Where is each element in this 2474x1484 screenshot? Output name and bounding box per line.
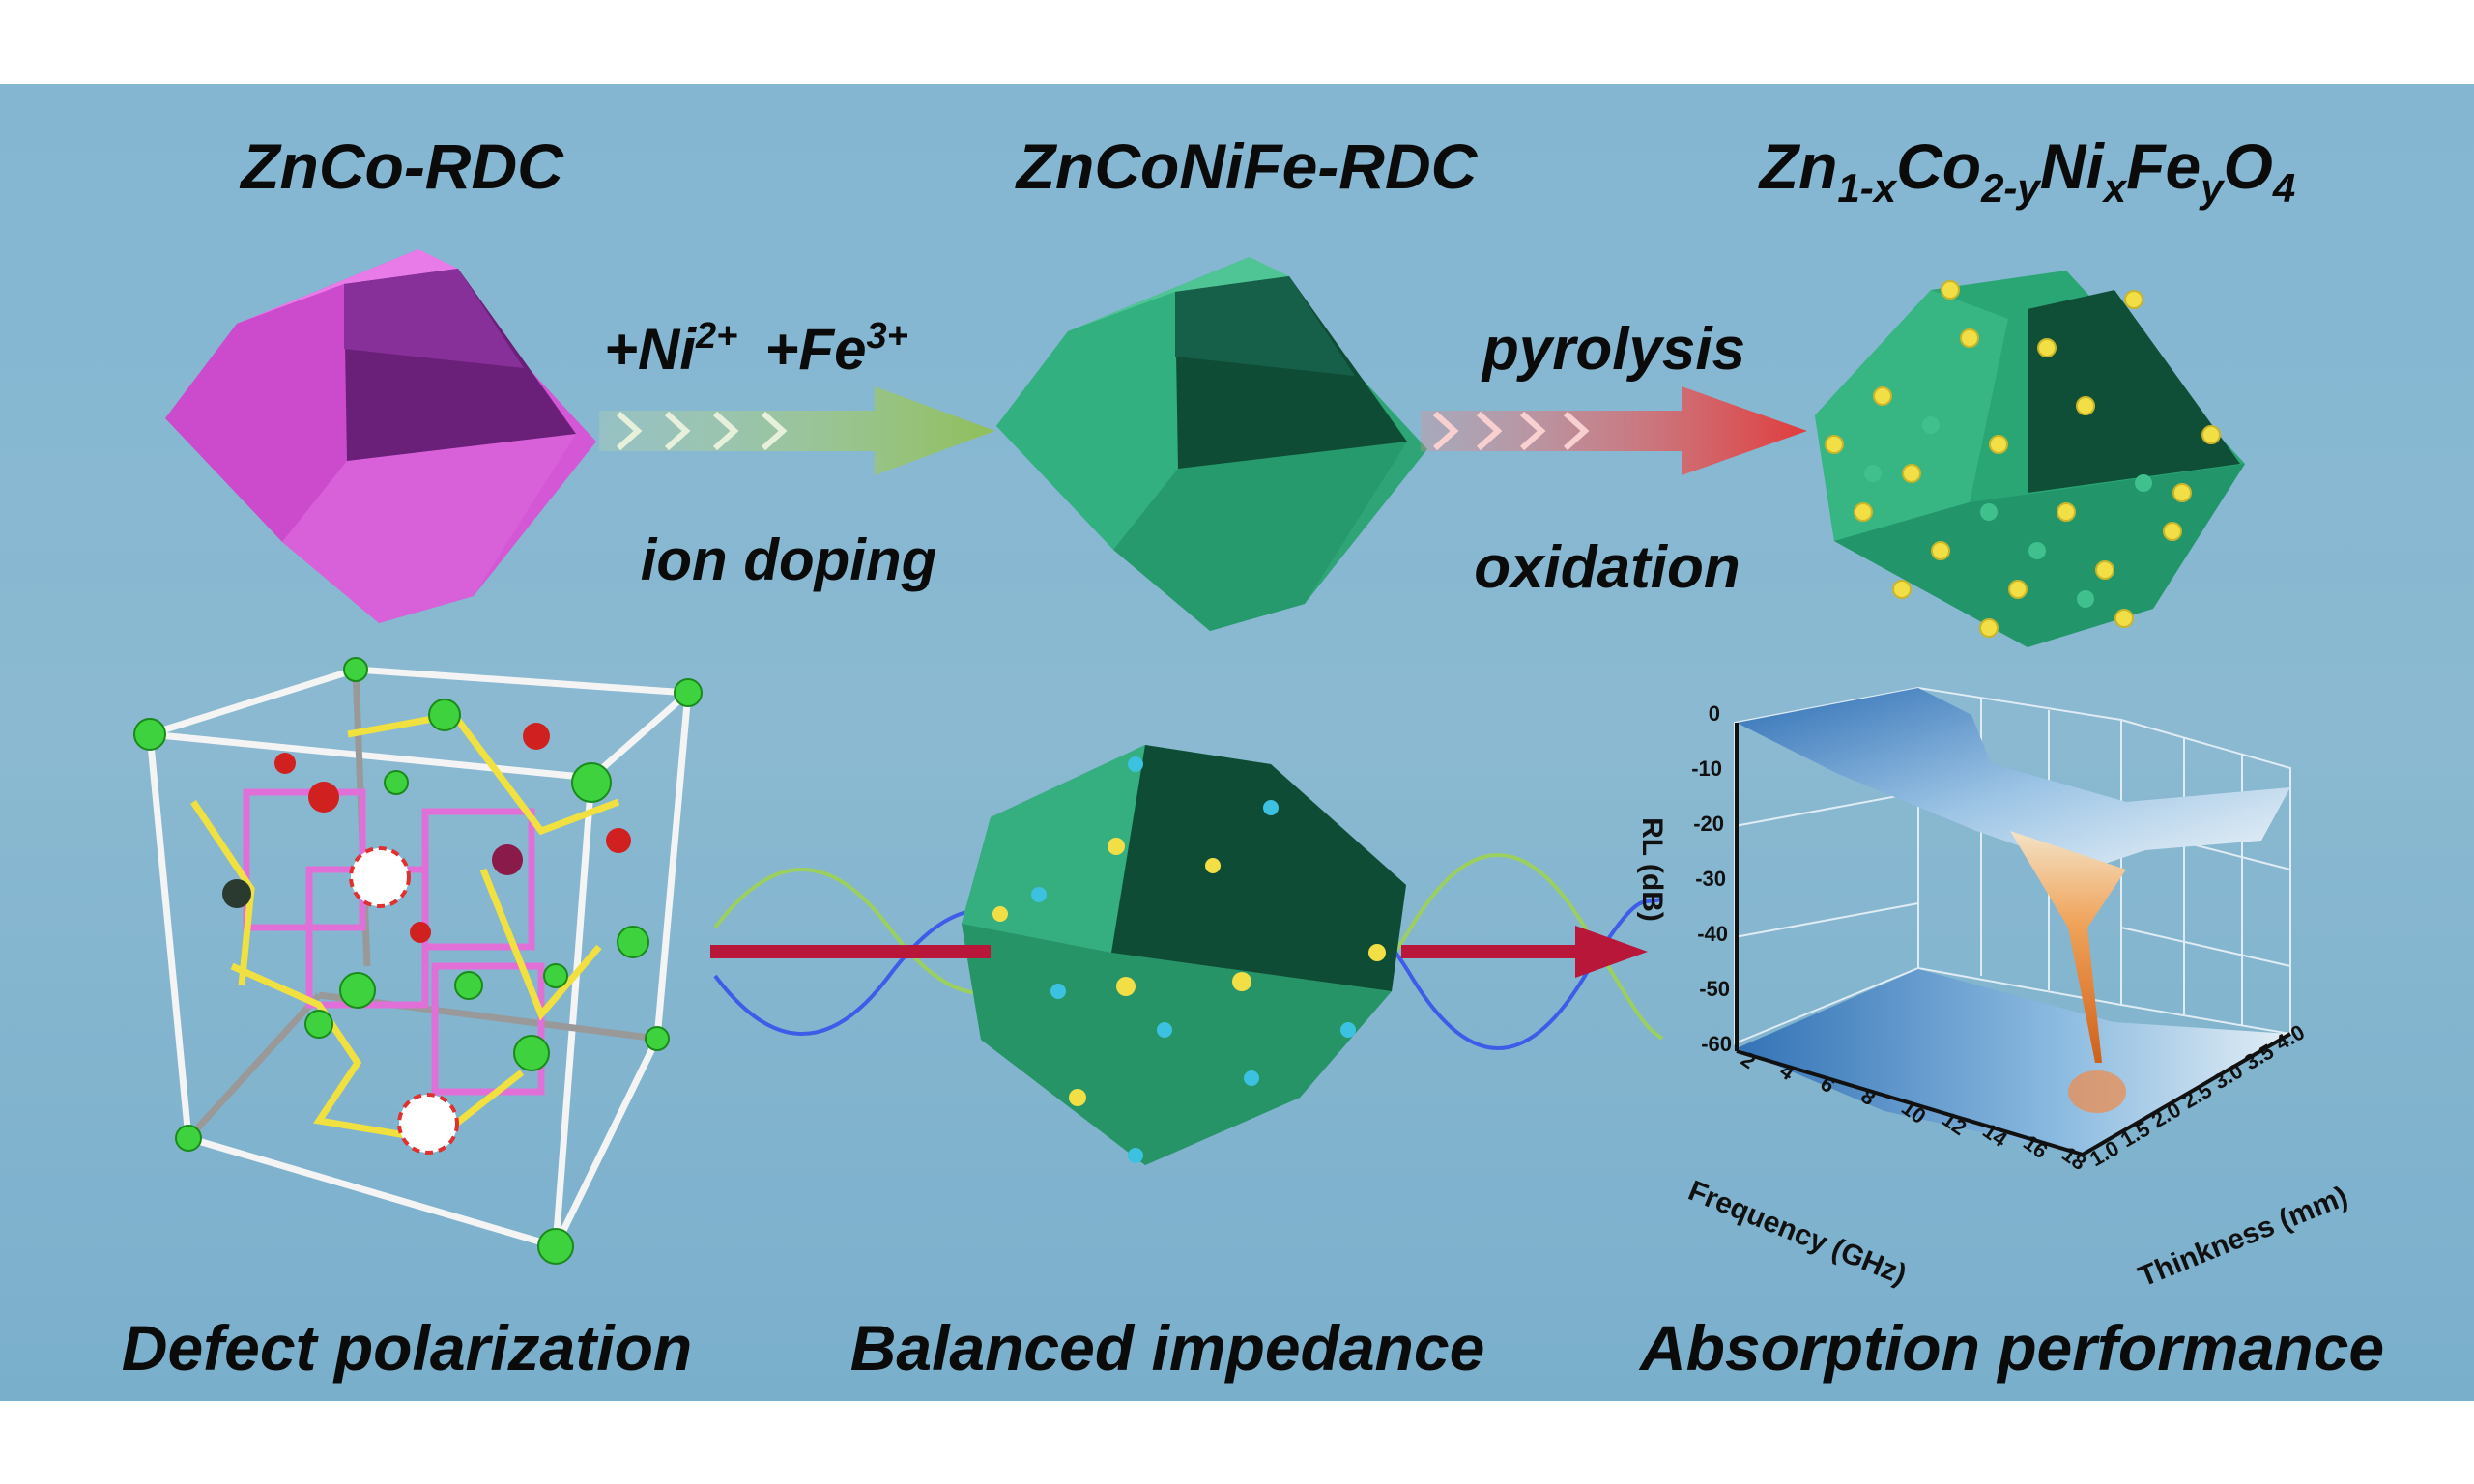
ion-doping-arrow <box>599 386 995 475</box>
z-axis-ticks: 0 -10 -20 -30 -40 -50 -60 <box>1691 701 1732 1056</box>
ion-doping-label: ion doping <box>641 528 937 592</box>
rl-minimum-projection <box>2068 1070 2126 1113</box>
pyrolysis-arrow <box>1421 386 1807 475</box>
chart_data-z_ticks-0: 0 <box>1709 701 1720 726</box>
pyrolysis-label: pyrolysis <box>1481 316 1745 383</box>
rl-surface <box>1737 688 2290 870</box>
chart_data-z_ticks-1: -10 <box>1691 756 1722 781</box>
step1-fe_charge: 3+ <box>866 316 907 357</box>
caption-defect-polarization: Defect polarization <box>122 1312 692 1384</box>
titles-product-zn: Zn <box>1758 130 1838 202</box>
titles-product-ni: Ni <box>2040 130 2106 202</box>
titles-product-s5: 4 <box>2272 165 2295 211</box>
step1-ni_charge: 2+ <box>695 316 737 357</box>
step1-ni: +Ni <box>604 317 697 382</box>
chart_data-z_ticks-4: -40 <box>1697 922 1728 946</box>
wave-propagation-arrow <box>710 926 1648 978</box>
z-axis-label: RL (dB) <box>1636 817 1668 922</box>
titles-product-s1: 1-x <box>1837 165 1897 211</box>
titles-product-s2: 2-y <box>1980 165 2042 211</box>
titles-product-s3: x <box>2102 165 2128 211</box>
chart_data-z_ticks-2: -20 <box>1693 812 1724 836</box>
titles-product-co: Co <box>1896 130 1981 202</box>
vacancy-defect-icon <box>349 846 459 1155</box>
impedance-polyhedron <box>962 745 1406 1165</box>
spinel-lattice-with-defects <box>133 657 703 1265</box>
titles-product-s4: y <box>2199 165 2226 211</box>
titles-product-o: O <box>2224 130 2273 202</box>
title-precursor: ZnCo-RDC <box>239 130 564 202</box>
caption-absorption-performance: Absorption performance <box>1638 1312 2384 1384</box>
chart_data-z_ticks-5: -50 <box>1699 977 1730 1001</box>
spinel-oxide-polyhedron <box>1815 271 2245 647</box>
projection-floor <box>1737 969 2290 1155</box>
chart_data-z_ticks-6: -60 <box>1701 1032 1732 1056</box>
titles-product-fe: Fe <box>2126 130 2201 202</box>
oxidation-label: oxidation <box>1474 534 1740 601</box>
title-product-formula: Zn1-xCo2-yNixFeyO4 <box>1758 130 2295 211</box>
title-doped: ZnCoNiFe-RDC <box>1015 130 1479 202</box>
dopant-ions-label: +Ni2+ +Fe3+ <box>604 316 908 382</box>
rl-absorption-peak <box>2010 831 2126 1063</box>
znconife-rdc-polyhedron <box>996 257 1427 631</box>
step1-fe: +Fe <box>764 317 866 382</box>
znco-rdc-polyhedron <box>165 249 596 623</box>
caption-balanced-impedance: Balanced impedance <box>850 1312 1485 1384</box>
nanoparticles <box>1825 280 2221 638</box>
chart_data-z_ticks-3: -30 <box>1695 867 1726 891</box>
